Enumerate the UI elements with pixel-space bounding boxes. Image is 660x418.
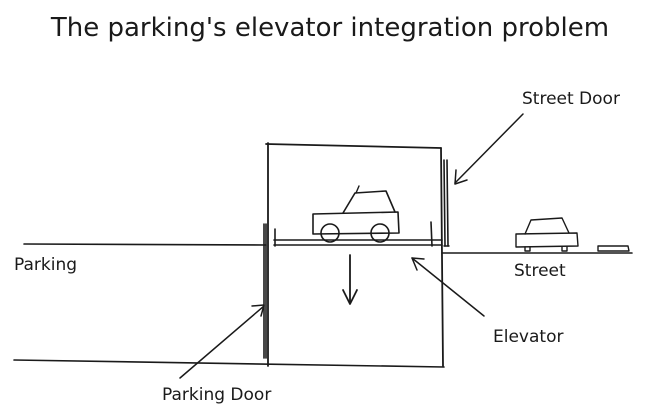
label-parking-door: Parking Door: [162, 385, 271, 405]
street-object: [597, 245, 630, 252]
car-body: [312, 211, 400, 235]
elevator-car: [312, 185, 400, 243]
shaft-right-wall: [440, 147, 444, 367]
street-car-body: [515, 232, 579, 248]
street-door-arrow: [454, 113, 524, 185]
car-wheel-front: [320, 223, 340, 243]
car-wheel-rear: [370, 223, 390, 243]
diagram-title: The parking's elevator integration probl…: [50, 13, 609, 43]
street-car-roof: [524, 217, 570, 235]
parking-door: [263, 223, 267, 359]
parking-lower-floor-line: [13, 359, 445, 368]
elevator-arrow: [411, 257, 485, 317]
elevator-platform: [273, 221, 443, 247]
car-roof: [342, 190, 396, 214]
label-street: Street: [514, 261, 566, 281]
street-door: [443, 159, 450, 247]
shaft-top-wall: [265, 143, 442, 149]
street-car: [515, 217, 579, 252]
label-parking: Parking: [14, 255, 77, 275]
label-street-door: Street Door: [522, 89, 620, 109]
elevator-shaft: [265, 142, 444, 367]
parking-ground-line: [23, 243, 267, 246]
parking-door-arrow: [179, 304, 265, 379]
label-elevator: Elevator: [493, 327, 563, 347]
down-arrow: [342, 254, 358, 305]
